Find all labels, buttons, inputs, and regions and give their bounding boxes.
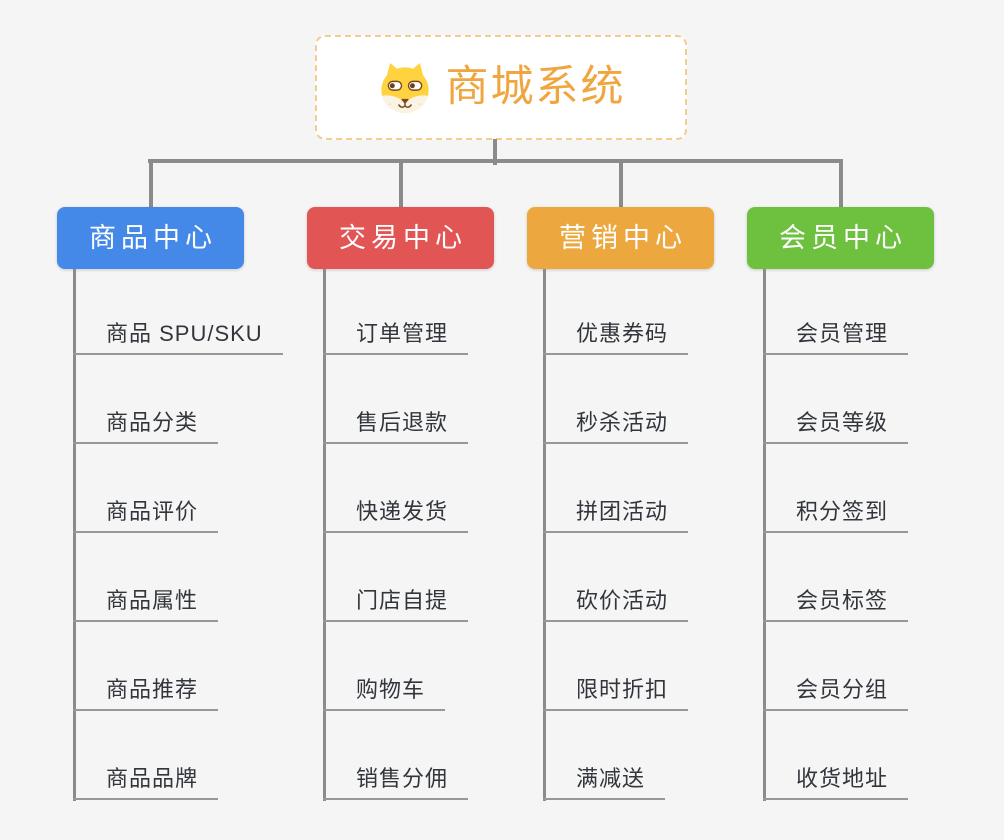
leaf-node[interactable]: 购物车 <box>323 677 446 711</box>
connector-line <box>323 269 326 801</box>
connector-line <box>73 269 76 801</box>
leaf-node[interactable]: 商品品牌 <box>73 766 219 800</box>
leaf-node[interactable]: 会员等级 <box>763 410 909 444</box>
connector-line <box>763 269 766 801</box>
leaf-node[interactable]: 售后退款 <box>323 410 469 444</box>
leaf-node[interactable]: 满减送 <box>543 766 666 800</box>
branch-node-product-center[interactable]: 商品中心 <box>57 207 244 269</box>
leaf-node[interactable]: 会员管理 <box>763 321 909 355</box>
connector-line <box>398 159 403 207</box>
connector-line <box>493 139 497 165</box>
leaf-node[interactable]: 商品评价 <box>73 499 219 533</box>
leaf-node[interactable]: 订单管理 <box>323 321 469 355</box>
leaf-node[interactable]: 商品 SPU/SKU <box>73 321 283 355</box>
branch-label: 营销中心 <box>559 222 687 253</box>
leaf-node[interactable]: 销售分佣 <box>323 766 469 800</box>
branch-label: 交易中心 <box>339 222 467 253</box>
branch-node-member-center[interactable]: 会员中心 <box>747 207 934 269</box>
connector-line <box>148 159 153 207</box>
leaf-node[interactable]: 限时折扣 <box>543 677 689 711</box>
connector-line <box>618 159 623 207</box>
leaf-node[interactable]: 砍价活动 <box>543 588 689 622</box>
leaf-node[interactable]: 秒杀活动 <box>543 410 689 444</box>
connector-line <box>838 159 843 207</box>
branch-node-marketing-center[interactable]: 营销中心 <box>527 207 714 269</box>
leaf-node[interactable]: 拼团活动 <box>543 499 689 533</box>
leaf-node[interactable]: 优惠券码 <box>543 321 689 355</box>
dog-face-icon <box>380 63 429 113</box>
connector-line <box>148 159 842 163</box>
leaf-node[interactable]: 积分签到 <box>763 499 909 533</box>
branch-label: 会员中心 <box>779 222 907 253</box>
connector-line <box>543 269 546 801</box>
branch-label: 商品中心 <box>89 222 217 253</box>
branch-node-trade-center[interactable]: 交易中心 <box>307 207 494 269</box>
leaf-node[interactable]: 门店自提 <box>323 588 469 622</box>
leaf-node[interactable]: 会员分组 <box>763 677 909 711</box>
leaf-node[interactable]: 收货地址 <box>763 766 909 800</box>
leaf-node[interactable]: 商品推荐 <box>73 677 219 711</box>
leaf-node[interactable]: 商品分类 <box>73 410 219 444</box>
leaf-node[interactable]: 会员标签 <box>763 588 909 622</box>
leaf-node[interactable]: 商品属性 <box>73 588 219 622</box>
root-title: 商城系统 <box>445 63 626 111</box>
leaf-node[interactable]: 快递发货 <box>323 499 469 533</box>
root-node[interactable]: 商城系统 <box>315 35 687 140</box>
